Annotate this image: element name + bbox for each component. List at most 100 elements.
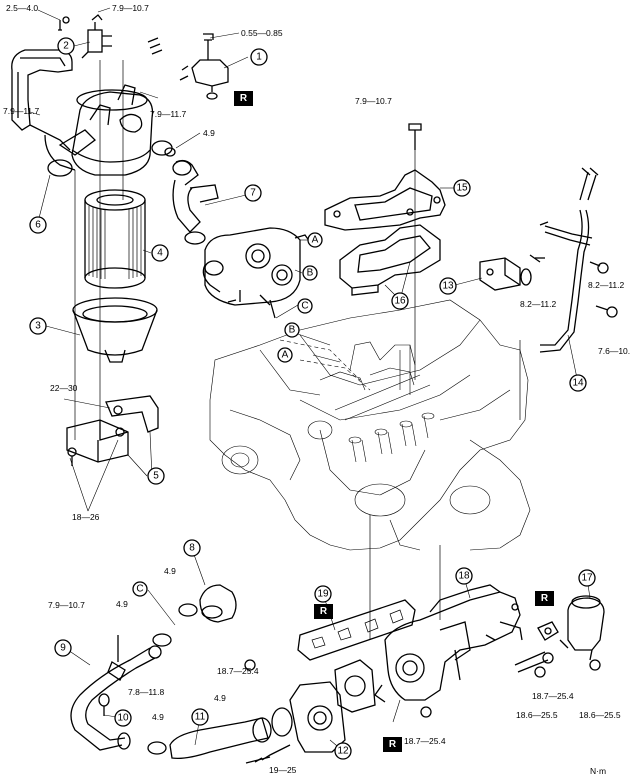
svg-text:11: 11 (195, 712, 206, 723)
svg-text:B: B (307, 268, 314, 279)
svg-text:15: 15 (456, 183, 468, 194)
svg-text:R: R (240, 93, 248, 104)
torque-unit-label: N·m (590, 766, 606, 776)
callout-11: 11 (191, 708, 209, 726)
letter-a-engine: A (277, 347, 293, 363)
svg-text:5: 5 (153, 471, 159, 482)
letter-a-top: A (307, 232, 323, 248)
torque-187254-a: 18.7—25.4 (217, 666, 259, 676)
callout-17: 17 (578, 569, 596, 587)
gasket-egr (537, 621, 559, 641)
torque-2230: 22—30 (50, 383, 78, 393)
torque-82112-b: 8.2—11.2 (520, 299, 557, 309)
svg-text:4: 4 (157, 248, 163, 259)
air-cleaner-case (72, 297, 158, 363)
svg-text:6: 6 (35, 220, 41, 231)
callout-5: 5 (147, 467, 165, 485)
torque-187254-b: 18.7—25.4 (532, 691, 574, 701)
engine-block-outline (209, 299, 531, 551)
torque-79107-b: 7.9—10.7 (355, 96, 392, 106)
svg-text:8: 8 (189, 543, 195, 554)
manifold-gasket-19 (297, 599, 416, 661)
pipe-14 (529, 167, 618, 353)
svg-text:14: 14 (572, 378, 584, 389)
torque-49-e: 4.9 (152, 712, 164, 722)
bracket-5 (66, 395, 159, 466)
guide-lines (74, 60, 521, 640)
svg-text:19: 19 (317, 589, 329, 600)
replace-mark-sensor: R (234, 91, 253, 106)
sensor-1 (147, 33, 229, 100)
throttle-assembly (202, 227, 311, 319)
hose-9 (70, 633, 172, 751)
callout-18: 18 (455, 567, 473, 585)
torque-79117-a: 7.9—11.7 (150, 109, 187, 119)
svg-text:17: 17 (581, 573, 593, 584)
torque-1826: 18—26 (72, 512, 100, 522)
leader-lines (29, 7, 591, 752)
letter-b-top: B (302, 265, 318, 281)
svg-text:9: 9 (60, 643, 66, 654)
svg-text:10: 10 (117, 713, 129, 724)
svg-text:1: 1 (256, 52, 262, 63)
callout-2: 2 (57, 37, 75, 55)
svg-text:B: B (289, 325, 296, 336)
svg-text:C: C (136, 584, 143, 595)
replace-mark-gasket: R (314, 604, 333, 619)
torque-79117-b: 7.9—11.7 (3, 106, 40, 116)
svg-text:2: 2 (63, 41, 69, 52)
callout-4: 4 (151, 244, 169, 262)
callout-13: 13 (439, 277, 457, 295)
hose-clamp-10 (98, 693, 110, 716)
torque-82112-a: 8.2—11.2 (588, 280, 625, 290)
torque-49-c: 4.9 (116, 599, 128, 609)
callout-1: 1 (250, 48, 268, 66)
torque-49-d: 4.9 (214, 693, 226, 703)
gasket-fitting (334, 659, 376, 713)
torque-79107-c: 7.9—10.7 (48, 600, 85, 610)
boost-sensor-13 (479, 257, 545, 291)
svg-text:13: 13 (442, 281, 454, 292)
torque-186255-b: 18.6—25.5 (579, 710, 621, 720)
torque-055085: 0.55—0.85 (241, 28, 283, 38)
svg-text:C: C (301, 301, 308, 312)
callout-8: 8 (183, 539, 201, 557)
hose-11 (147, 717, 272, 760)
torque-76108: 7.6—10.8 (598, 346, 630, 356)
svg-text:R: R (320, 606, 328, 617)
egr-valve-17 (559, 595, 605, 671)
replace-marks: R R R R (234, 91, 554, 752)
torque-187254-c: 18.7—25.4 (404, 736, 446, 746)
insulator-bolt (408, 123, 422, 150)
torque-2540: 2.5—4.0 (6, 3, 38, 13)
heat-insulator-16 (339, 224, 441, 296)
torque-49-b: 4.9 (164, 566, 176, 576)
solenoid-valve (58, 14, 112, 59)
callout-10: 10 (114, 709, 132, 727)
callout-15: 15 (453, 179, 471, 197)
hose-8 (178, 584, 237, 623)
callout-9: 9 (54, 639, 72, 657)
svg-text:A: A (282, 350, 289, 361)
letter-c-lower: C (132, 581, 148, 597)
callout-3: 3 (29, 317, 47, 335)
svg-text:16: 16 (394, 296, 406, 307)
letter-b-engine: B (284, 322, 300, 338)
air-cleaner-cover (11, 49, 154, 177)
torque-1925: 19—25 (269, 765, 297, 775)
letter-c-top: C (297, 298, 313, 314)
heat-insulator-15 (324, 169, 446, 231)
svg-text:R: R (389, 739, 397, 750)
torque-78118: 7.8—11.8 (128, 687, 165, 697)
callout-16: 16 (391, 292, 409, 310)
callout-14: 14 (569, 374, 587, 392)
torque-79107-a: 7.9—10.7 (112, 3, 149, 13)
callout-6: 6 (29, 216, 47, 234)
svg-text:12: 12 (337, 746, 349, 757)
torque-186255-a: 18.6—25.5 (516, 710, 558, 720)
replace-mark-fitting: R (383, 737, 402, 752)
torque-labels: 2.5—4.0 7.9—10.7 0.55—0.85 7.9—11.7 7.9—… (3, 3, 630, 775)
replace-mark-egr: R (535, 591, 554, 606)
svg-text:R: R (541, 593, 549, 604)
letter-callouts: A B C A B C (132, 232, 323, 597)
